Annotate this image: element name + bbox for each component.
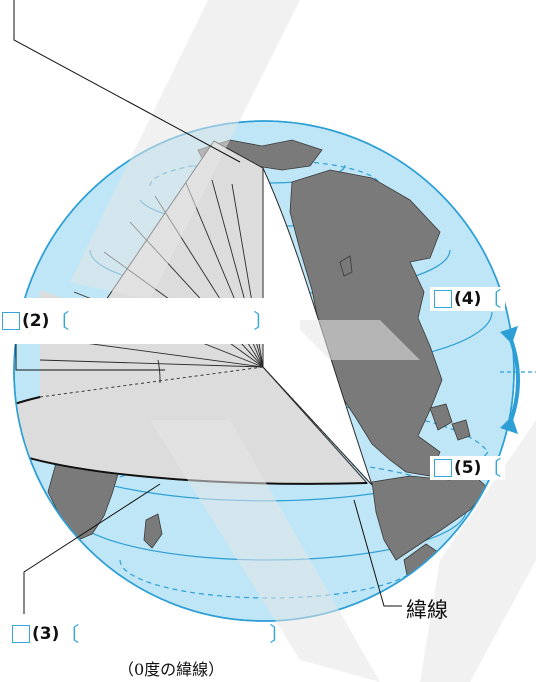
question-number-2: (2) [22,311,50,331]
bracket-close-2: 〕 [253,309,274,333]
leader-line-top [13,0,241,163]
answer-label-5: (5) 〔 [430,456,506,480]
bracket-open-5: 〔 [481,456,502,480]
equator-note: （0度の緯線） [118,660,225,679]
answer-checkbox-4[interactable] [434,290,452,308]
question-number-4: (4) [454,289,482,309]
answer-checkbox-2[interactable] [2,312,20,330]
watermark [70,0,536,682]
bracket-open-3: 〔 [59,622,80,646]
answer-label-3: (3) 〔 〕 [12,624,289,644]
question-number-3: (3) [32,624,60,644]
leader-line-2 [15,332,165,371]
bracket-close-3: 〕 [269,622,290,646]
answer-checkbox-3[interactable] [12,625,30,643]
answer-label-2: (2) 〔 〕 [2,311,273,331]
leader-line-latitude [353,499,402,607]
bracket-open-2: 〔 [49,309,70,333]
bracket-open-4: 〔 [481,287,502,311]
question-number-5: (5) [454,458,482,478]
leader-line-3 [23,483,161,614]
answer-checkbox-5[interactable] [434,459,452,477]
latitude-line-label: 緯線 [406,598,448,622]
answer-label-4: (4) 〔 [430,287,506,311]
